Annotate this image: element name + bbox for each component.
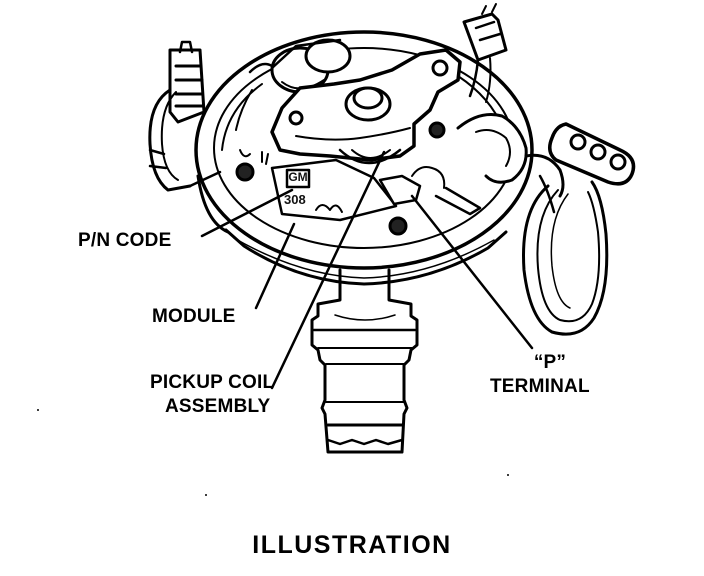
label-p-line2: TERMINAL [490, 376, 590, 397]
module [270, 158, 398, 222]
leader-pn-code [200, 188, 294, 238]
module-logo: GM [288, 170, 308, 184]
top-connector [462, 3, 508, 103]
label-pickup-line1: PICKUP COIL [150, 372, 275, 393]
leader-lines [200, 150, 534, 390]
leader-pickup-coil [270, 150, 386, 390]
leader-p-terminal [410, 194, 534, 350]
label-module: MODULE [152, 306, 236, 327]
mounting-screws [235, 121, 446, 236]
label-p-line1: “P” [533, 352, 567, 373]
p-terminal [378, 166, 482, 216]
left-connector [148, 40, 222, 192]
scan-specks [37, 409, 509, 496]
label-pickup-line2: ASSEMBLY [165, 396, 271, 417]
label-pn-code: P/N CODE [78, 230, 172, 251]
pickup-coil-plate [270, 48, 462, 165]
distributor-shaft [310, 268, 419, 454]
wire-loop [522, 180, 609, 336]
illustration-caption: ILLUSTRATION [252, 531, 452, 559]
leader-module [254, 222, 296, 310]
module-part-number: 308 [284, 192, 306, 207]
right-connector [548, 122, 636, 186]
right-wiring [456, 113, 565, 214]
